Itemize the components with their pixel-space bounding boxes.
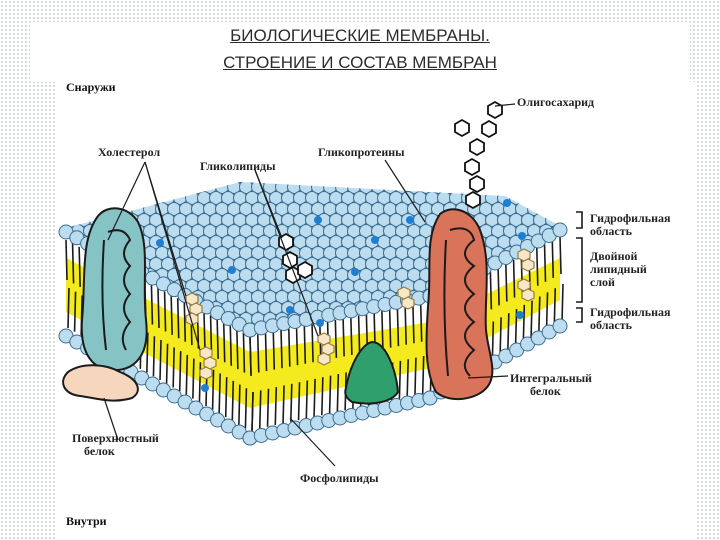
hydrophilic-top-label: Гидрофильная область xyxy=(590,212,671,238)
green-protein xyxy=(344,340,400,405)
glycolipid-sugars xyxy=(278,232,313,285)
hydrophilic-bottom-line-2: область xyxy=(590,318,632,332)
peripheral-protein-label: Поверхностный белок xyxy=(72,432,159,458)
peripheral-line-1: Поверхностный xyxy=(72,431,159,445)
glycolipids-label: Гликолипиды xyxy=(200,159,276,173)
right-integral-protein xyxy=(425,208,494,401)
bilayer-label: Двойной липидный слой xyxy=(590,250,647,289)
integral-line-1: Интегральный xyxy=(510,371,592,385)
inside-label: Внутри xyxy=(66,514,107,528)
hydrophobic-core xyxy=(66,258,560,408)
phospholipids-label: Фосфолипиды xyxy=(300,471,379,485)
hydrophilic-bottom-line-1: Гидрофильная xyxy=(590,305,671,319)
title-line-1: БИОЛОГИЧЕСКИЕ МЕМБРАНЫ. xyxy=(230,26,490,45)
cholesterol-label: Холестерол xyxy=(98,145,161,159)
cholesterol-molecules xyxy=(185,248,535,380)
oligosaccharide-label: Олигосахарид xyxy=(517,95,595,109)
bilayer-line-3: слой xyxy=(590,275,615,289)
surface-dots xyxy=(156,199,526,392)
oligosaccharide-chain xyxy=(454,100,503,210)
bilayer-line-2: липидный xyxy=(590,262,647,276)
outside-label: Снаружи xyxy=(66,80,116,94)
integral-protein-label: Интегральный белок xyxy=(510,372,592,398)
region-brackets xyxy=(576,211,583,323)
leader-lines xyxy=(103,103,516,467)
glycoproteins-label: Гликопротеины xyxy=(318,145,405,159)
hydrophilic-top-line-1: Гидрофильная xyxy=(590,211,671,225)
peripheral-line-2: белок xyxy=(84,444,115,458)
left-integral-protein xyxy=(80,207,148,372)
hydrophilic-top-line-2: область xyxy=(590,224,632,238)
title-line-2: СТРОЕНИЕ И СОСТАВ МЕМБРАН xyxy=(223,53,497,72)
slide-title: БИОЛОГИЧЕСКИЕ МЕМБРАНЫ. СТРОЕНИЕ И СОСТА… xyxy=(30,22,690,82)
integral-line-2: белок xyxy=(530,384,561,398)
hydrophilic-bottom-label: Гидрофильная область xyxy=(590,306,671,332)
peripheral-protein xyxy=(62,364,139,402)
bilayer-line-1: Двойной xyxy=(590,249,638,263)
